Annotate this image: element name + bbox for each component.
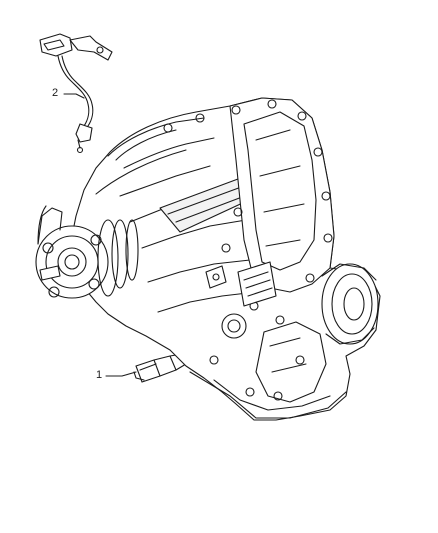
- wiring-harness-part: [39, 33, 113, 154]
- transfer-case-assembly: [35, 97, 381, 421]
- sensor-switch-part: [133, 353, 193, 383]
- callout-number-2: 2: [52, 87, 59, 99]
- leader-line-2: [63, 93, 85, 99]
- callout-number-1: 1: [96, 369, 103, 381]
- leader-line-1: [105, 371, 137, 377]
